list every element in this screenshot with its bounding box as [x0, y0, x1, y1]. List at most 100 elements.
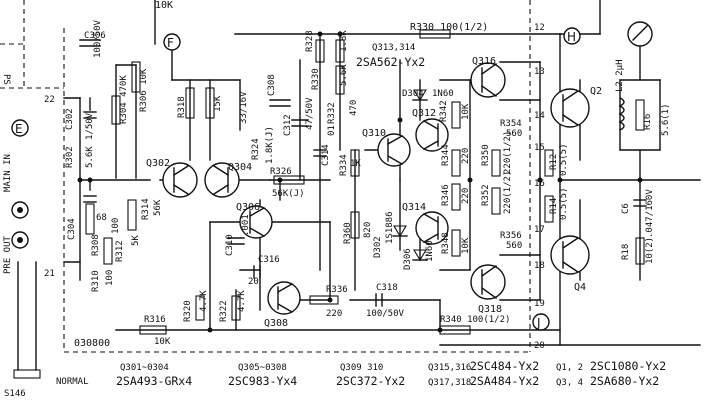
transistor-q308: [267, 281, 301, 315]
r326-value: 56K(J): [272, 189, 305, 199]
q310-label: Q310: [362, 128, 386, 139]
r354-label: R354: [500, 119, 522, 129]
terminal-h-label: H: [567, 30, 576, 44]
q306-label: Q306: [236, 202, 260, 213]
transistor-q304: [204, 162, 240, 198]
q304-label: Q304: [228, 162, 252, 173]
terminal-e-label: E: [15, 122, 23, 136]
r328-value: 1.8K: [339, 30, 349, 52]
r314-label: R314: [141, 198, 151, 220]
transistor-q2: [550, 88, 590, 128]
q4-label: Q4: [574, 282, 586, 293]
terminal-f: F: [163, 33, 181, 51]
r322-label: R322: [219, 300, 229, 322]
c308-value: 33/16V: [239, 91, 249, 124]
d306-label: D306: [403, 248, 413, 270]
legend-4-type-b: 2SA484-Yx2: [470, 374, 539, 388]
c316-value: 20: [248, 277, 259, 287]
r312-value: 5K: [131, 235, 141, 246]
legend-2-range: Q305~0308: [238, 363, 287, 373]
legend-4-range-b: Q317,318: [428, 378, 471, 388]
c6-value: .047/160V: [645, 189, 655, 238]
transistor-q4: [550, 235, 590, 275]
r12-label: R12: [549, 154, 559, 170]
r350-value: 220(1/2): [503, 131, 513, 174]
node-17: 17: [534, 225, 545, 235]
d302-label: D302: [373, 236, 383, 258]
transistor-legend: Q301~0304 2SA493-GRx4 Q305~0308 2SC983-Y…: [116, 359, 666, 388]
junction-dots: [77, 31, 643, 333]
r320-label: R320: [183, 300, 193, 322]
r302-value: 5.6K: [85, 146, 95, 168]
transistor-q302: [162, 162, 198, 198]
r344-value: 220: [461, 148, 471, 164]
legend-5-type-a: 2SC1080-Yx2: [590, 359, 666, 373]
node-13: 13: [534, 67, 545, 77]
transistor-q306: [239, 205, 273, 239]
c318-label: C318: [376, 283, 398, 293]
d304-label: D304: [402, 89, 424, 99]
q302-label: Q302: [146, 158, 170, 169]
s146-label: S146: [4, 389, 26, 399]
r334-value: 1K: [350, 159, 361, 169]
terminal-j-label: J: [536, 316, 541, 330]
r336-value: 220: [326, 309, 342, 319]
c316-label: C316: [258, 255, 280, 265]
s146-switch: [13, 261, 41, 379]
r352-value: 220(1/2): [503, 171, 513, 214]
r342-value: 10K: [461, 103, 471, 120]
r346-label: R346: [441, 184, 451, 206]
c306-label: C306: [84, 31, 106, 41]
r334-label: R334: [339, 154, 349, 176]
r18-value: 10(2): [645, 237, 655, 264]
r344-label: R344: [441, 144, 451, 166]
r356-label: R356: [500, 231, 522, 241]
r302-label: R302: [65, 146, 75, 168]
legend-4-type-a: 2SC484-Yx2: [470, 359, 539, 373]
c302-label: C302: [65, 108, 75, 130]
r348-label: R348: [441, 232, 451, 254]
board-outline: [0, 0, 531, 353]
legend-4-range-a: Q315,316: [428, 363, 471, 373]
c314-label: C314: [321, 144, 331, 166]
r346-value: 220: [461, 188, 471, 204]
q312-label: Q312: [412, 108, 436, 119]
wiring: [63, 0, 701, 346]
r14-value: 0.5(5): [559, 187, 569, 220]
r326-label: R326: [270, 167, 292, 177]
r330-value: 5.6K: [339, 64, 349, 86]
r314-value: 56K: [153, 199, 163, 216]
pcb-number: 030800: [74, 338, 110, 349]
c310-value: .001: [241, 214, 251, 236]
r342-label: R342: [439, 100, 449, 122]
normal-label: NORMAL: [56, 377, 89, 387]
node-22: 22: [44, 95, 55, 105]
r316-label: R316: [144, 315, 166, 325]
r312-label: R312: [115, 240, 125, 262]
node-14: 14: [534, 111, 545, 121]
c310-label: C310: [225, 234, 235, 256]
c314-value: 01: [327, 125, 337, 136]
node-21: 21: [44, 269, 55, 279]
r352-label: R352: [481, 184, 491, 206]
l2-label: L2 2μH: [615, 59, 625, 92]
r360-value: 820: [363, 222, 373, 238]
r324-value: 1.8K(J): [265, 126, 275, 164]
q313-label: Q313,314: [372, 43, 415, 53]
r354-value: 560: [506, 129, 522, 139]
r318-value: 15K: [213, 95, 223, 112]
c304-label: C304: [67, 218, 77, 240]
node-20: 20: [534, 341, 545, 351]
transistor-q310: [377, 133, 411, 167]
transistor-q312: [415, 118, 449, 152]
r328-label: R328: [305, 30, 315, 52]
legend-5-type-b: 2SA680-Yx2: [590, 374, 659, 388]
c304-value: 68: [96, 213, 107, 223]
r348-value: 10K: [461, 237, 471, 254]
labels: 10K R330 100(1/2) C306 100/50V PS MAIN I…: [1, 0, 671, 399]
c312-value: 47/50V: [305, 97, 315, 130]
legend-1-range: Q301~0304: [120, 363, 169, 373]
d304-value: 1N60: [432, 89, 454, 99]
